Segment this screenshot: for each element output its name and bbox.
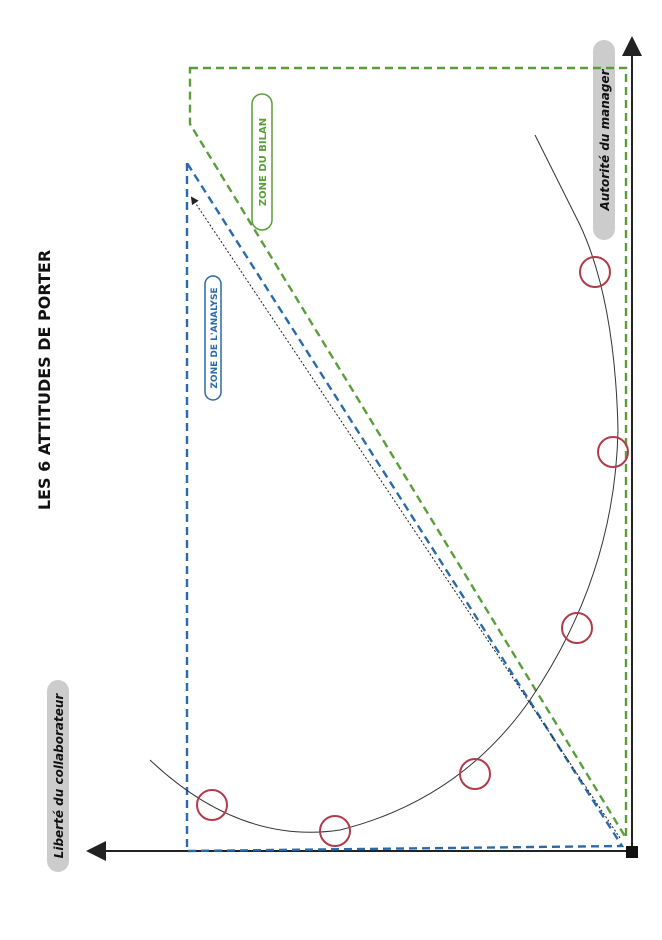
bilan-zone <box>188 66 628 843</box>
collaborator-axis-label: Liberté du collaborateur <box>52 693 66 859</box>
analyse-zone-pill: ZONE DE L'ANALYSE <box>204 275 222 401</box>
attitude-marker-3 <box>459 758 491 790</box>
origin-square <box>626 846 638 858</box>
manager-axis-label: Autorité du manager <box>598 68 612 211</box>
attitude-marker-5 <box>597 436 629 468</box>
attitude-marker-6 <box>579 256 611 288</box>
manager-axis-pill: Autorité du manager <box>593 40 615 240</box>
bilan-zone-pill: ZONE DU BILAN <box>251 93 273 231</box>
diagonal-arrow <box>190 196 621 839</box>
collaborator-axis-pill: Liberté du collaborateur <box>47 680 69 872</box>
analyse-zone-label: ZONE DE L'ANALYSE <box>210 287 220 388</box>
bilan-zone-label: ZONE DU BILAN <box>258 118 269 206</box>
analyse-zone <box>185 158 625 853</box>
attitude-marker-2 <box>319 815 351 847</box>
attitude-marker-1 <box>196 789 228 821</box>
attitude-arc <box>149 134 619 833</box>
diagram-title: LES 6 ATTITUDES DE PORTER <box>35 250 54 510</box>
attitude-marker-4 <box>561 612 593 644</box>
